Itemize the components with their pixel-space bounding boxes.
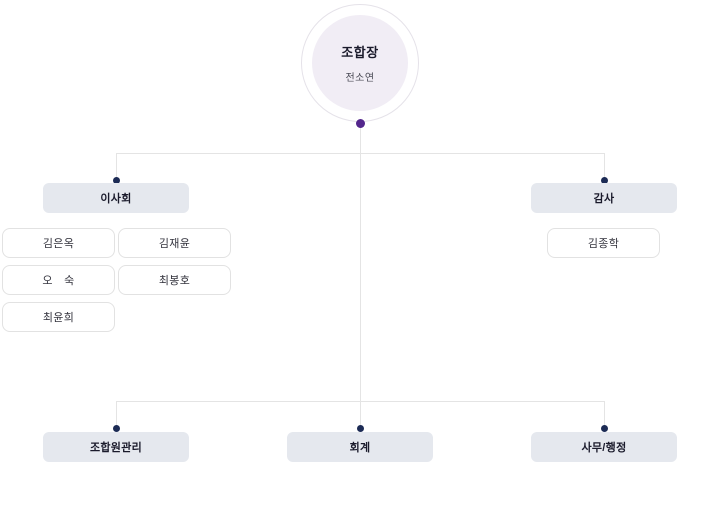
auditor-member-card: 김종학 (547, 228, 660, 258)
lower-right-drop-line (604, 401, 605, 427)
board-node: 이사회 (43, 183, 189, 213)
board-member-card: 최윤희 (2, 302, 115, 332)
trunk-connector-line (360, 127, 361, 426)
chairman-connector-dot (356, 119, 365, 128)
board-member-card: 김재윤 (118, 228, 231, 258)
lower-branch-line (116, 401, 605, 402)
auditor-node: 감사 (531, 183, 677, 213)
upper-left-drop-line (116, 153, 117, 178)
chairman-title: 조합장 (341, 45, 379, 60)
admin-connector-dot (601, 425, 608, 432)
auditor-connector-dot (601, 177, 608, 184)
upper-right-drop-line (604, 153, 605, 178)
board-member-card: 최봉호 (118, 265, 231, 295)
upper-branch-line (116, 153, 605, 154)
board-connector-dot (113, 177, 120, 184)
chairman-node: 조합장 전소연 (301, 4, 419, 122)
chairman-node-inner: 조합장 전소연 (312, 15, 408, 111)
lower-left-drop-line (116, 401, 117, 427)
chairman-name: 전소연 (345, 73, 375, 84)
membership-connector-dot (113, 425, 120, 432)
board-member-card: 김은옥 (2, 228, 115, 258)
accounting-connector-dot (357, 425, 364, 432)
dept-node-membership: 조합원관리 (43, 432, 189, 462)
dept-node-accounting: 회계 (287, 432, 433, 462)
dept-node-admin: 사무/행정 (531, 432, 677, 462)
board-member-card: 오 숙 (2, 265, 115, 295)
